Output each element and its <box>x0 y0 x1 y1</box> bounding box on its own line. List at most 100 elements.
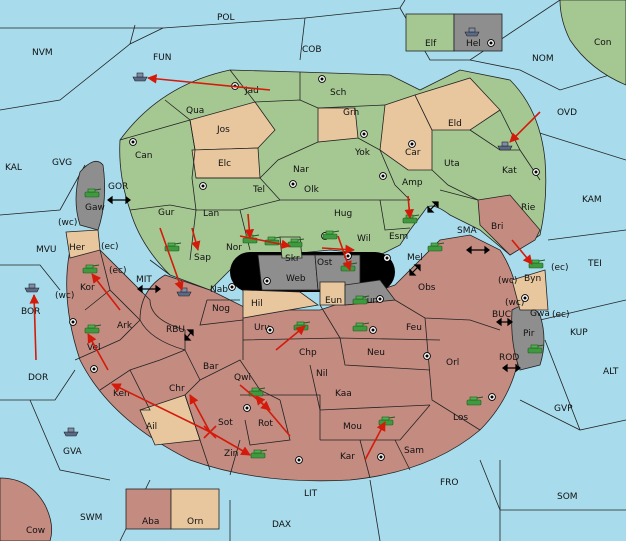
coast-label-kor-ec: (ec) <box>109 266 127 276</box>
land-label-nab: Nab <box>210 285 228 295</box>
supply-center <box>369 326 377 334</box>
sea-label-tei: TEI <box>587 259 602 269</box>
sea-label-sma: SMA <box>457 226 477 236</box>
sea-label-fun: FUN <box>153 53 172 63</box>
territory-elf[interactable] <box>405 13 455 52</box>
land-label-kaa: Kaa <box>335 389 352 399</box>
land-label-mel: Mel <box>407 253 423 263</box>
sea-label-ovd: OVD <box>557 108 577 118</box>
land-labels: Jad Sch Qua Jos Grh Eld Can Elc Yok Car … <box>69 39 550 527</box>
move-arrow <box>509 111 541 143</box>
land-label-rot: Rot <box>258 419 273 429</box>
move-arrow <box>337 235 352 271</box>
sea-label-nom: NOM <box>532 54 554 64</box>
supply-center <box>377 453 385 461</box>
move-arrow <box>209 431 251 456</box>
passage-arrows <box>107 195 521 373</box>
land-label-her: Her <box>69 243 85 253</box>
move-arrow <box>111 383 211 433</box>
land-label-eun: Eun <box>325 296 342 306</box>
land-label-nog: Nog <box>212 304 230 314</box>
land-label-jad: Jad <box>244 86 259 96</box>
land-label-elf: Elf <box>425 39 437 49</box>
sea-label-dax: DAX <box>272 520 291 530</box>
sea-label-lit: LIT <box>304 489 318 499</box>
land-label-eld: Eld <box>448 119 462 129</box>
supply-center <box>379 172 387 180</box>
land-label-zin: Zin <box>224 449 238 459</box>
move-arrow <box>239 235 291 250</box>
territory-eld[interactable] <box>414 77 501 131</box>
land-label-web: Web <box>286 274 306 284</box>
sea-label-gva: GVA <box>63 447 83 457</box>
land-label-aba: Aba <box>142 517 159 527</box>
sea-label-cob: COB <box>302 45 322 55</box>
supply-center <box>199 182 207 190</box>
land-label-ken: Ken <box>113 389 130 399</box>
coast-labels: (wc) (ec) (ec) (wc) (wc) (ec) (wc) (ec) <box>55 218 570 320</box>
supply-center <box>376 295 384 303</box>
supply-center <box>408 140 416 148</box>
land-label-ark: Ark <box>117 321 133 331</box>
move-arrow <box>29 294 40 361</box>
land-label-bri: Bri <box>491 222 503 232</box>
sea-label-dor: DOR <box>28 373 48 383</box>
land-label-chp: Chp <box>299 348 317 358</box>
territory-hil[interactable] <box>242 289 320 319</box>
supply-center <box>90 365 98 373</box>
sea-label-kup: KUP <box>570 328 588 338</box>
coast-label-gwa-wc: (wc) <box>505 298 524 308</box>
territory-orn[interactable] <box>170 488 220 530</box>
coast-label-byn-ec: (ec) <box>551 263 569 273</box>
sea-label-pol: POL <box>217 13 235 23</box>
move-arrow <box>511 239 533 265</box>
sea-label-con: Con <box>594 38 612 48</box>
land-label-olk: Olk <box>304 185 320 195</box>
move-arrow <box>147 74 271 91</box>
coast-label-her-ec: (ec) <box>101 242 119 252</box>
land-label-bar: Bar <box>203 362 219 372</box>
land-label-sap: Sap <box>194 253 211 263</box>
sea-label-som: SOM <box>557 492 578 502</box>
territory-gwa[interactable] <box>511 269 549 311</box>
supply-center <box>69 318 77 326</box>
territory-bri[interactable] <box>477 194 541 256</box>
sea-label-alt: ALT <box>603 367 619 377</box>
territory-aba[interactable] <box>125 488 172 530</box>
land-label-gwa: Gwa <box>530 309 550 319</box>
move-arrow <box>364 421 386 461</box>
supply-center <box>383 254 391 262</box>
hold-cross-b <box>203 425 217 439</box>
land-label-mou: Mou <box>343 422 362 432</box>
land-label-qua: Qua <box>186 106 204 116</box>
sea-labels: POL COB NVM FUN NOM Con OVD KAL GVG GOR … <box>5 13 619 536</box>
land-label-esm: Esm <box>389 232 408 242</box>
land-label-kor: Kor <box>80 283 95 293</box>
land-label-qwi: Qwi <box>234 373 251 383</box>
land-label-orl: Orl <box>446 358 459 368</box>
land-label-lan: Lan <box>203 209 219 219</box>
land-label-hel: Hel <box>466 39 481 49</box>
land-label-chr: Chr <box>169 384 185 394</box>
land-label-tel: Tel <box>252 185 265 195</box>
territory-con[interactable] <box>559 0 626 86</box>
territory-cow[interactable] <box>0 477 53 541</box>
sea-label-mvu: MVU <box>36 245 57 255</box>
supply-center <box>295 456 303 464</box>
land-label-obs: Obs <box>418 283 436 293</box>
land-label-byn: Byn <box>524 274 541 284</box>
move-arrow <box>404 195 414 219</box>
land-label-skr: Skr <box>285 254 300 264</box>
move-arrow <box>189 394 211 433</box>
supply-center <box>318 75 326 83</box>
land-label-wil: Wil <box>357 234 371 244</box>
land-label-rie: Rie <box>521 203 536 213</box>
sea-label-buc: BUC <box>492 310 511 320</box>
land-label-pir: Pir <box>523 329 535 339</box>
sea-label-fro: FRO <box>440 478 459 488</box>
land-label-yok: Yok <box>354 148 371 158</box>
sea-label-gor: GOR <box>108 182 128 192</box>
land-label-hil: Hil <box>251 299 263 309</box>
land-label-nor: Nor <box>226 243 242 253</box>
sea-label-cow: Cow <box>26 526 45 536</box>
